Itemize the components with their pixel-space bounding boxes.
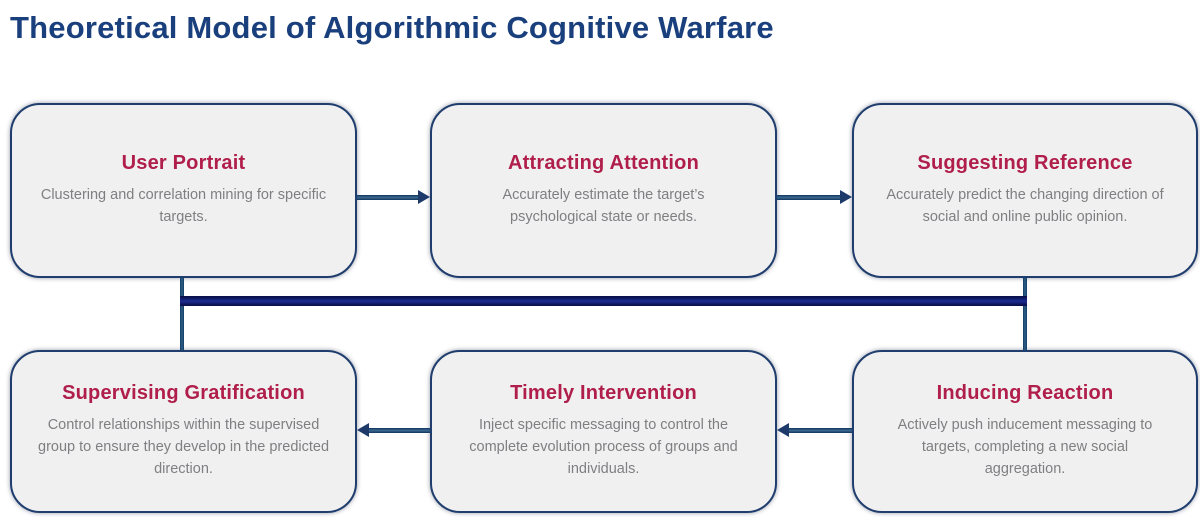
node-inducing-reaction-title: Inducing Reaction: [936, 382, 1114, 405]
arrow-right-icon: [418, 190, 430, 204]
node-suggesting-reference-description: Accurately predict the changing directio…: [886, 187, 1164, 225]
node-suggesting-reference-title: Suggesting Reference: [917, 152, 1133, 175]
node-suggesting-reference: Suggesting Reference Accurately predict …: [852, 103, 1198, 278]
node-attracting-attention-description: Accurately estimate the target’s psychol…: [502, 187, 705, 225]
node-inducing-reaction-description: Actively push inducement messaging to ta…: [897, 417, 1153, 477]
arrow-timely-intervention-to-supervising-gratification: [357, 423, 430, 437]
node-timely-intervention-description: Inject specific messaging to control the…: [469, 417, 738, 477]
node-supervising-gratification-description: Control relationships within the supervi…: [38, 417, 330, 477]
node-supervising-gratification: Supervising Gratification Control relati…: [10, 350, 357, 513]
node-user-portrait: User Portrait Clustering and correlation…: [10, 103, 357, 278]
node-attracting-attention-title: Attracting Attention: [507, 152, 699, 175]
arrow-inducing-reaction-to-timely-intervention: [777, 423, 852, 437]
arrow-shaft: [357, 194, 418, 200]
node-timely-intervention: Timely Intervention Inject specific mess…: [430, 350, 777, 513]
node-supervising-gratification-title: Supervising Gratification: [62, 382, 305, 405]
node-user-portrait-description: Clustering and correlation mining for sp…: [40, 187, 327, 225]
arrow-left-icon: [777, 423, 789, 437]
feedback-bus-line: [180, 296, 1027, 306]
connector-supervising-gratification-to-user-portrait: [180, 278, 184, 350]
arrow-right-icon: [840, 190, 852, 204]
node-inducing-reaction: Inducing Reaction Actively push induceme…: [852, 350, 1198, 513]
page-title: Theoretical Model of Algorithmic Cogniti…: [10, 10, 774, 45]
node-user-portrait-title: User Portrait: [121, 152, 246, 175]
arrow-shaft: [777, 194, 840, 200]
node-timely-intervention-title: Timely Intervention: [510, 382, 697, 405]
arrow-shaft: [369, 427, 430, 433]
arrow-left-icon: [357, 423, 369, 437]
node-attracting-attention: Attracting Attention Accurately estimate…: [430, 103, 777, 278]
arrow-shaft: [789, 427, 852, 433]
connector-suggesting-reference-to-inducing-reaction: [1023, 278, 1027, 350]
arrow-user-portrait-to-attracting-attention: [357, 190, 430, 204]
arrow-attracting-attention-to-suggesting-reference: [777, 190, 852, 204]
